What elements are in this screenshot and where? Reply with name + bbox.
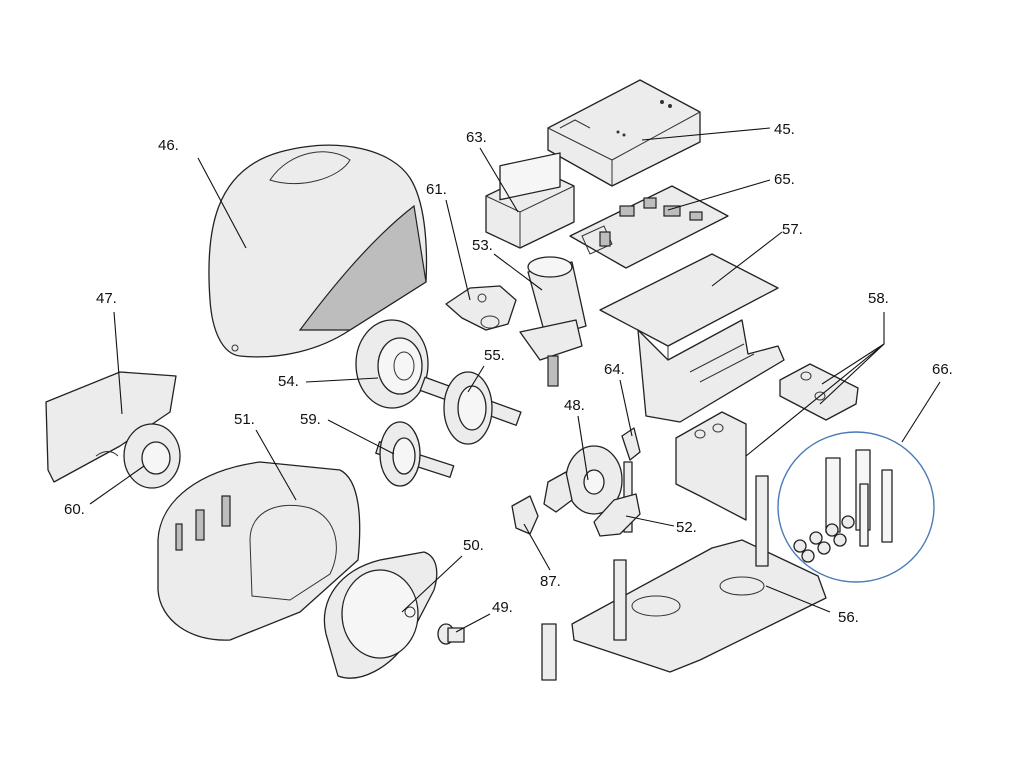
label-51: 51. — [234, 411, 255, 428]
label-61: 61. — [426, 181, 447, 198]
label-87: 87. — [540, 573, 561, 590]
part-57-bracket — [599, 253, 785, 423]
part-48-encoder — [543, 445, 623, 515]
label-58: 58. — [868, 290, 889, 307]
label-60: 60. — [64, 501, 85, 518]
label-47: 47. — [96, 290, 117, 307]
part-66-bolt-kit — [777, 431, 935, 583]
label-50: 50. — [463, 537, 484, 554]
label-55: 55. — [484, 347, 505, 364]
label-57: 57. — [782, 221, 803, 238]
part-53-motor — [519, 256, 587, 387]
part-64-lever — [621, 427, 641, 461]
part-58-anchor-plates — [675, 363, 859, 521]
part-59-gear-shaft — [375, 421, 455, 487]
label-63: 63. — [466, 129, 487, 146]
label-53: 53. — [472, 237, 493, 254]
part-87-clamp — [511, 495, 539, 535]
label-64: 64. — [604, 361, 625, 378]
part-55-gear-shaft — [419, 371, 522, 445]
label-48: 48. — [564, 397, 585, 414]
part-54-housing-ring — [355, 319, 429, 409]
label-52: 52. — [676, 519, 697, 536]
part-63-transformer — [485, 152, 575, 249]
label-45: 45. — [774, 121, 795, 138]
label-65: 65. — [774, 171, 795, 188]
label-56: 56. — [838, 609, 859, 626]
part-65-circuit-board — [569, 185, 729, 269]
part-46-outer-cover — [208, 144, 428, 358]
leader-lines — [89, 127, 941, 633]
label-49: 49. — [492, 599, 513, 616]
label-66: 66. — [932, 361, 953, 378]
part-45-control-cover — [547, 79, 701, 187]
part-52-release-lever — [593, 461, 641, 537]
label-59: 59. — [300, 411, 321, 428]
part-61-motor-bracket — [445, 285, 517, 331]
part-60-pinion-gear — [123, 423, 181, 489]
label-46: 46. — [158, 137, 179, 154]
part-49-key-lock — [437, 623, 465, 645]
part-50-cover-plate — [323, 551, 438, 679]
part-51-base-housing — [157, 461, 361, 641]
part-56-base-plate — [541, 475, 827, 681]
label-54: 54. — [278, 373, 299, 390]
part-labels: 45. 46. 47. 48. 49. 50. 51. 52. 53. 54. … — [64, 121, 953, 626]
